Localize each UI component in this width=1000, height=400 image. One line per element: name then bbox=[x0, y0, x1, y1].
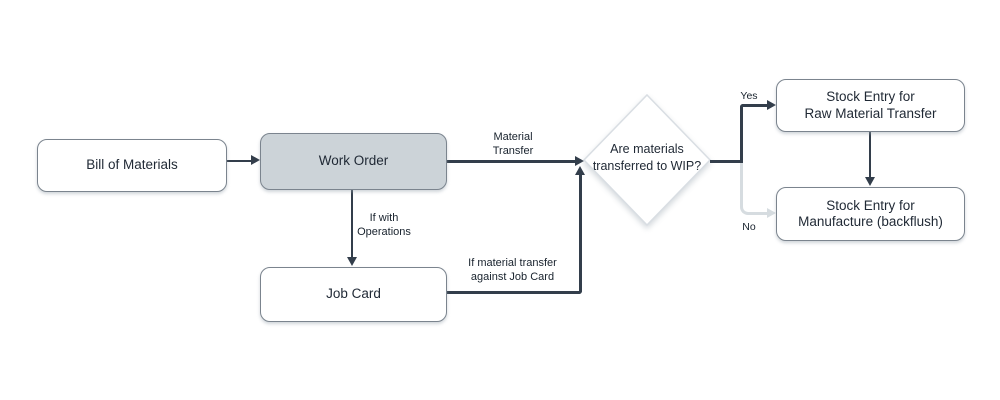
arrowhead-down-icon bbox=[864, 176, 875, 186]
node-stock-entry-manufacture-backflush: Stock Entry for Manufacture (backflush) bbox=[776, 187, 965, 241]
edge-segment bbox=[710, 160, 743, 163]
edge-label-if-with-operations: If with Operations bbox=[357, 212, 411, 238]
edge-segment bbox=[445, 160, 575, 163]
node-label: Raw Material Transfer bbox=[804, 105, 937, 121]
edge-segment bbox=[225, 159, 253, 162]
edge-segment bbox=[740, 104, 771, 163]
edge-segment bbox=[350, 188, 354, 258]
edge-segment bbox=[445, 174, 582, 294]
node-stock-entry-raw-material-transfer: Stock Entry for Raw Material Transfer bbox=[776, 79, 965, 132]
node-bill-of-materials: Bill of Materials bbox=[37, 139, 227, 192]
decision-diamond-shape bbox=[582, 93, 712, 227]
edge-segment bbox=[740, 163, 771, 215]
edge-label-yes: Yes bbox=[740, 90, 758, 102]
edge-segment bbox=[868, 131, 872, 178]
arrowhead-down-icon bbox=[346, 256, 357, 266]
node-label: Job Card bbox=[326, 286, 381, 302]
node-label: Manufacture (backflush) bbox=[798, 214, 943, 229]
arrowhead-right-muted-icon bbox=[766, 208, 776, 218]
arrowhead-right-icon bbox=[574, 156, 584, 166]
arrowhead-right-icon bbox=[251, 155, 260, 166]
node-decision: Are materials transferred to WIP? bbox=[592, 142, 702, 173]
edge-label-material-transfer: Material Transfer bbox=[492, 131, 534, 157]
edge-label-if-material-transfer: If material transfer against Job Card bbox=[468, 257, 557, 283]
node-job-card: Job Card bbox=[260, 267, 447, 322]
diamond-outline bbox=[582, 93, 712, 227]
edge-label-no: No bbox=[742, 221, 756, 233]
node-label: Bill of Materials bbox=[86, 157, 178, 173]
node-label: Stock Entry for bbox=[826, 89, 915, 104]
node-work-order: Work Order bbox=[260, 133, 447, 190]
arrowhead-right-icon bbox=[766, 100, 776, 110]
node-label: Stock Entry for bbox=[826, 197, 915, 213]
arrowhead-up-icon bbox=[575, 165, 585, 175]
node-label: Work Order bbox=[318, 153, 389, 169]
